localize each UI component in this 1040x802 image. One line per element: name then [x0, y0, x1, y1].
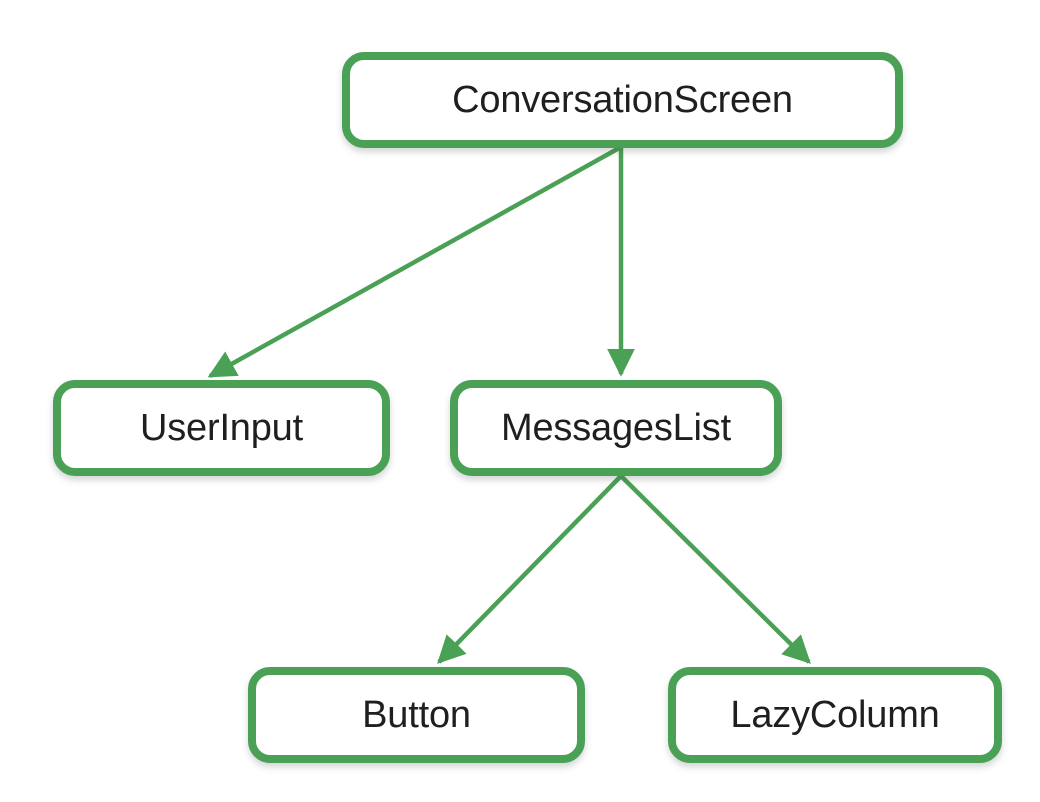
node-messageslist[interactable]: MessagesList [450, 380, 782, 476]
node-label: UserInput [140, 407, 303, 449]
node-label: MessagesList [501, 407, 731, 449]
node-userinput[interactable]: UserInput [53, 380, 390, 476]
edge-conversationscreen-to-userinput [207, 145, 623, 378]
node-conversationscreen[interactable]: ConversationScreen [342, 52, 903, 148]
edge-messageslist-to-button [437, 474, 623, 664]
edge-messageslist-to-lazycolumn [619, 474, 811, 664]
node-label: Button [362, 694, 471, 736]
node-label: LazyColumn [730, 694, 940, 736]
node-lazycolumn[interactable]: LazyColumn [668, 667, 1002, 763]
node-label: ConversationScreen [452, 79, 793, 121]
node-button[interactable]: Button [248, 667, 585, 763]
